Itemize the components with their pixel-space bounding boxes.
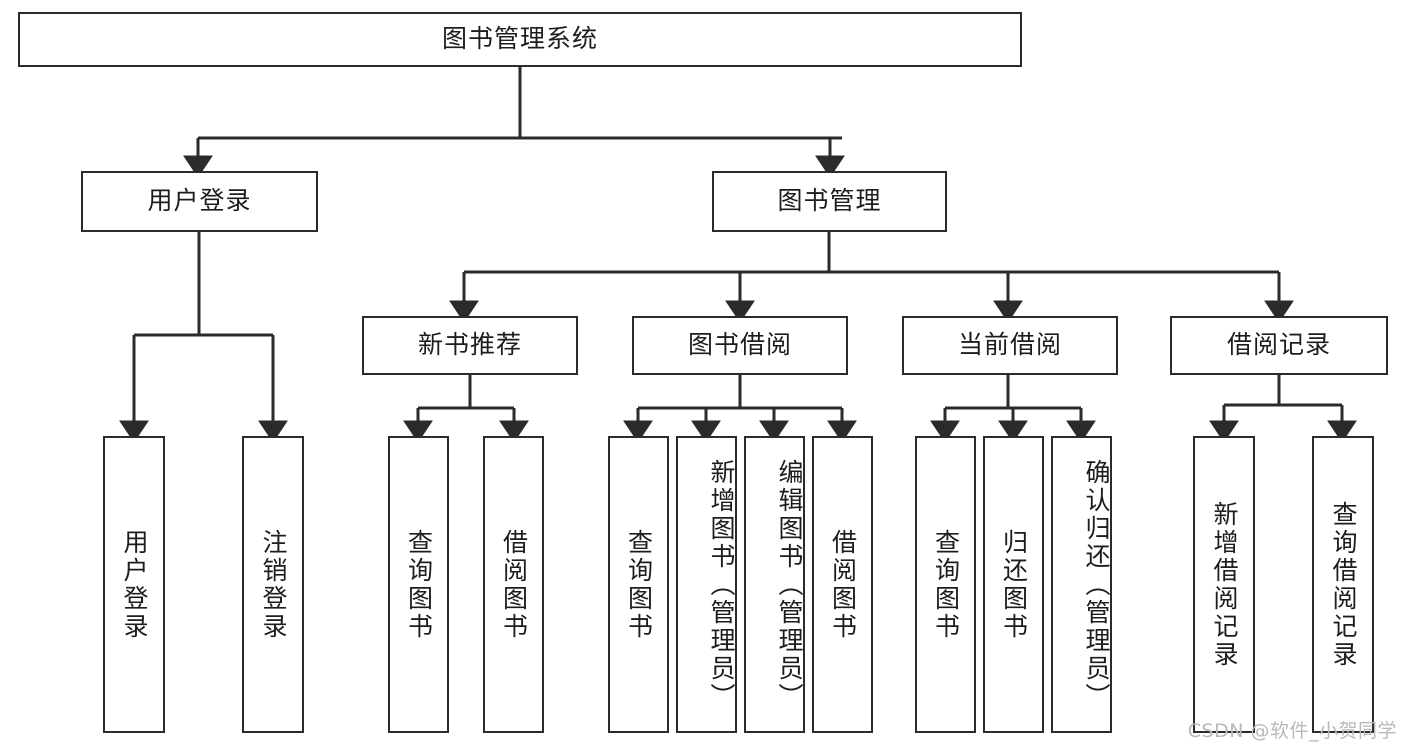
node-leaf-edit-book[interactable]: 编辑图书（管理员） <box>744 436 805 733</box>
node-leaf-query-record[interactable]: 查询借阅记录 <box>1312 436 1374 733</box>
node-borrow-record-label: 借阅记录 <box>1226 330 1331 360</box>
node-leaf-return-book-label: 归还图书 <box>999 528 1029 641</box>
node-book-borrow[interactable]: 图书借阅 <box>632 316 848 375</box>
node-leaf-borrow-book-2-label: 借阅图书 <box>828 528 858 641</box>
node-leaf-query-book-3-label: 查询图书 <box>931 528 961 641</box>
node-leaf-borrow-book-1[interactable]: 借阅图书 <box>483 436 544 733</box>
node-new-book-recommend-label: 新书推荐 <box>417 330 522 360</box>
node-leaf-borrow-book-1-label: 借阅图书 <box>499 528 529 641</box>
node-book-management[interactable]: 图书管理 <box>712 171 947 232</box>
node-root[interactable]: 图书管理系统 <box>18 12 1022 67</box>
node-leaf-query-book-3[interactable]: 查询图书 <box>915 436 976 733</box>
csdn-watermark: CSDN @软件_小贺同学 <box>1187 720 1397 742</box>
node-book-management-label: 图书管理 <box>777 186 882 216</box>
node-leaf-confirm-return-label: 确认归还（管理员） <box>1082 458 1111 711</box>
node-leaf-user-login-label: 用户登录 <box>120 528 149 641</box>
node-leaf-logout-label: 注销登录 <box>259 528 288 641</box>
node-new-book-recommend[interactable]: 新书推荐 <box>362 316 578 375</box>
node-leaf-edit-book-label: 编辑图书（管理员） <box>775 458 804 711</box>
node-leaf-add-record-label: 新增借阅记录 <box>1210 500 1239 669</box>
node-leaf-query-book-1-label: 查询图书 <box>404 528 434 641</box>
node-leaf-user-login[interactable]: 用户登录 <box>103 436 165 733</box>
node-leaf-confirm-return[interactable]: 确认归还（管理员） <box>1051 436 1112 733</box>
node-leaf-logout[interactable]: 注销登录 <box>242 436 304 733</box>
node-root-label: 图书管理系统 <box>441 24 598 54</box>
node-leaf-add-book-label: 新增图书（管理员） <box>707 458 736 711</box>
node-current-borrow-label: 当前借阅 <box>957 330 1062 360</box>
node-leaf-return-book[interactable]: 归还图书 <box>983 436 1044 733</box>
node-leaf-query-book-2-label: 查询图书 <box>624 528 654 641</box>
node-leaf-query-record-label: 查询借阅记录 <box>1329 500 1358 669</box>
node-borrow-record[interactable]: 借阅记录 <box>1170 316 1388 375</box>
node-leaf-query-book-2[interactable]: 查询图书 <box>608 436 669 733</box>
node-book-borrow-label: 图书借阅 <box>687 330 792 360</box>
node-leaf-add-book[interactable]: 新增图书（管理员） <box>676 436 737 733</box>
node-current-borrow[interactable]: 当前借阅 <box>902 316 1118 375</box>
node-user-login-label: 用户登录 <box>147 186 252 216</box>
node-leaf-borrow-book-2[interactable]: 借阅图书 <box>812 436 873 733</box>
node-leaf-add-record[interactable]: 新增借阅记录 <box>1193 436 1255 733</box>
node-leaf-query-book-1[interactable]: 查询图书 <box>388 436 449 733</box>
node-user-login[interactable]: 用户登录 <box>81 171 318 232</box>
